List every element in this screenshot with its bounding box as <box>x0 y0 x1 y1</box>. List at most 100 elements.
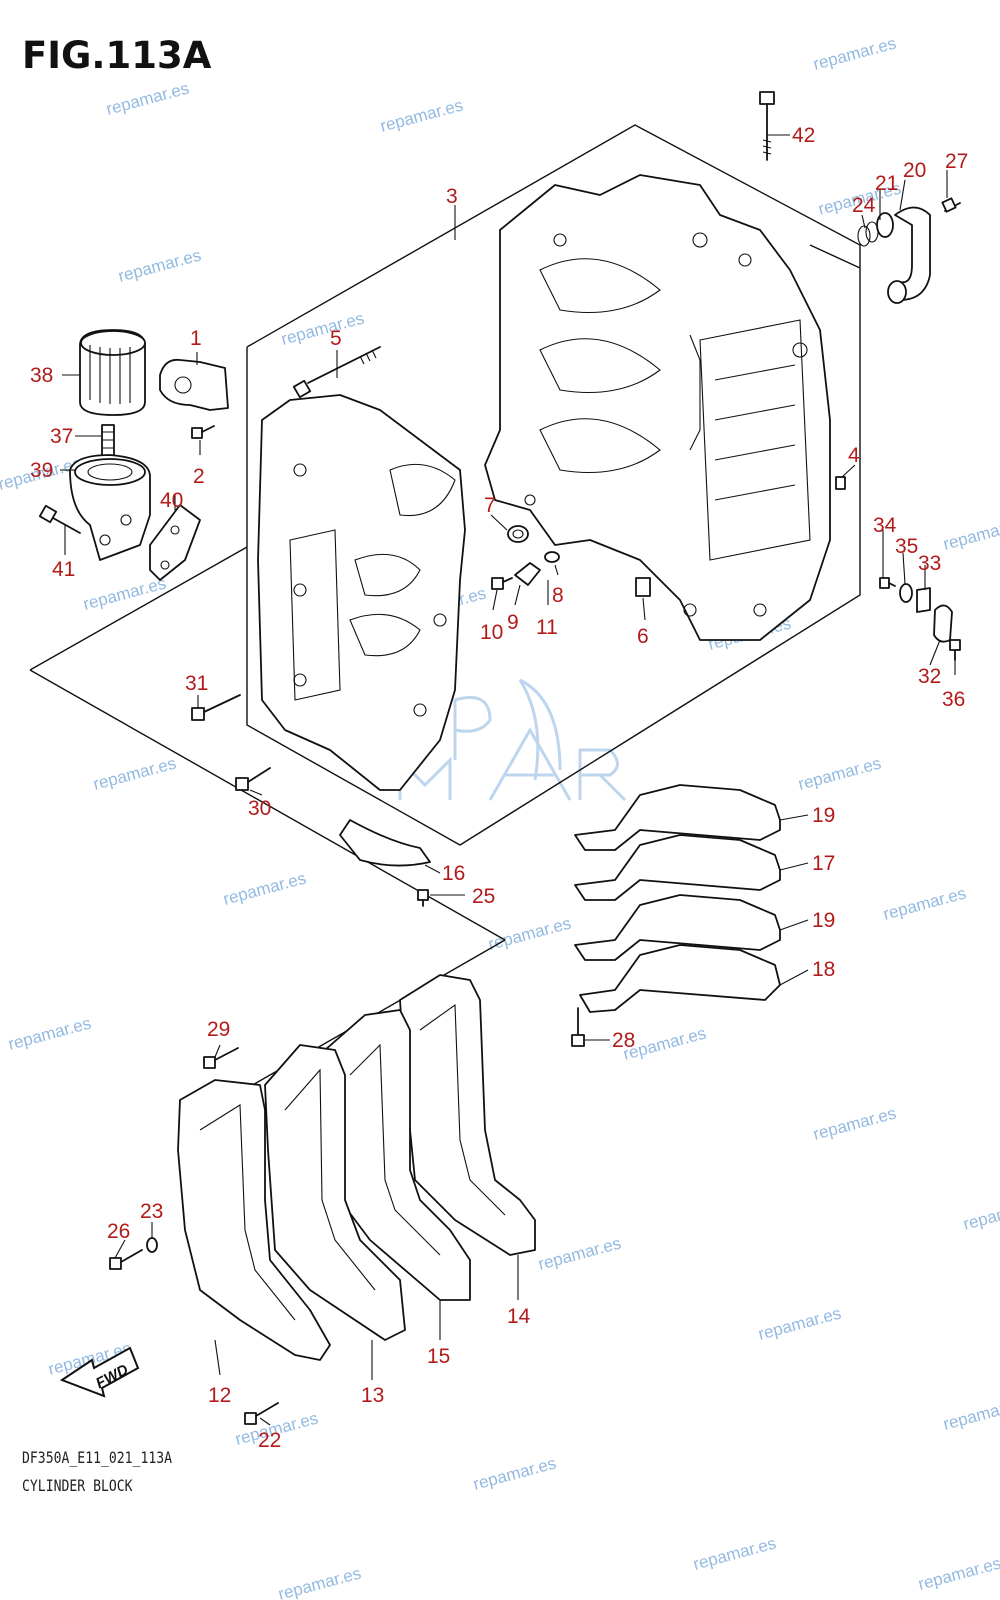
callout-41: 41 <box>52 558 75 581</box>
callout-9: 9 <box>507 611 519 634</box>
callout-37: 37 <box>50 425 73 448</box>
callout-34: 34 <box>873 514 897 537</box>
callout-28: 28 <box>612 1029 635 1052</box>
dowel-pin-4[interactable] <box>835 476 846 490</box>
watermark-text: repamar.es <box>916 1553 1000 1593</box>
watermark-text: repamar.es <box>941 513 1000 553</box>
watermark-text: repamar.es <box>691 1533 778 1573</box>
watermark-text: repamar.es <box>756 1303 843 1343</box>
callout-38: 38 <box>30 364 53 387</box>
callout-19b: 19 <box>812 909 835 932</box>
callout-1: 1 <box>190 327 202 350</box>
o-ring-7[interactable] <box>507 525 529 543</box>
crankcase-cover[interactable] <box>257 394 466 791</box>
washer-23[interactable] <box>146 1237 158 1253</box>
callout-21: 21 <box>875 172 898 195</box>
dowel-pin-6[interactable] <box>635 577 651 597</box>
cylinder-block-housing[interactable] <box>484 174 831 641</box>
cover-plate-16[interactable] <box>339 819 431 867</box>
callout-16: 16 <box>442 862 465 885</box>
callout-39: 39 <box>30 459 53 482</box>
callout-12: 12 <box>208 1384 231 1407</box>
callout-5: 5 <box>330 327 342 350</box>
watermark-text: repamar.es <box>6 1013 93 1053</box>
filter-gasket[interactable] <box>149 504 201 581</box>
bolt-29[interactable] <box>203 1047 239 1069</box>
callout-18: 18 <box>812 958 835 981</box>
watermark-text: repamar.es <box>116 245 203 285</box>
callout-33: 33 <box>918 552 941 575</box>
watermark-text: repamar.es <box>486 913 573 953</box>
callout-42: 42 <box>792 124 815 147</box>
bolt-42[interactable] <box>759 91 790 161</box>
callout-31: 31 <box>185 672 208 695</box>
callout-22: 22 <box>258 1429 281 1452</box>
screw-25[interactable] <box>417 889 429 907</box>
oil-filter[interactable] <box>79 329 146 416</box>
callout-20: 20 <box>903 159 926 182</box>
watermark-text: repamar.es <box>941 1393 1000 1433</box>
watermark-text: repamar.es <box>796 753 883 793</box>
watermark-text: repamar.es <box>91 753 178 793</box>
plate-18[interactable] <box>579 944 781 1013</box>
bolt-10[interactable] <box>491 577 513 590</box>
bolt-31[interactable] <box>191 694 241 721</box>
callout-4: 4 <box>848 444 860 467</box>
bolt-2[interactable] <box>191 425 215 439</box>
callout-3: 3 <box>446 185 458 208</box>
callout-27: 27 <box>945 150 968 173</box>
callout-6: 6 <box>637 625 649 648</box>
watermark-text: repamar.es <box>961 1193 1000 1233</box>
oil-filter-housing[interactable] <box>69 454 151 561</box>
watermark-text: repamar.es <box>811 1103 898 1143</box>
leader-lines <box>60 170 956 1426</box>
bolt-36[interactable] <box>949 639 961 661</box>
bracket-1[interactable] <box>159 358 229 411</box>
callout-19a: 19 <box>812 804 835 827</box>
callout-13: 13 <box>361 1384 384 1407</box>
bolt-41[interactable] <box>38 504 81 534</box>
water-pipe-assembly[interactable] <box>857 197 961 304</box>
washer-34[interactable] <box>879 577 896 589</box>
callout-32: 32 <box>918 665 941 688</box>
callout-8: 8 <box>552 584 564 607</box>
watermark-text: repamar.es <box>536 1233 623 1273</box>
watermark-text: repamar.es <box>276 1563 363 1600</box>
callout-30: 30 <box>248 797 271 820</box>
callout-25: 25 <box>472 885 495 908</box>
bolt-28[interactable] <box>571 1007 585 1047</box>
o-ring-35[interactable] <box>899 583 913 603</box>
callout-2: 2 <box>193 465 205 488</box>
footer-name: CYLINDER BLOCK <box>22 1476 133 1495</box>
bolt-5[interactable] <box>292 346 381 399</box>
callout-11: 11 <box>536 616 558 639</box>
watermark-text: repamar.es <box>811 33 898 73</box>
watermark-text: repamar.es <box>378 95 465 135</box>
callout-35: 35 <box>895 535 918 558</box>
thin-outlines-exhaust <box>199 1003 506 1321</box>
callout-15: 15 <box>427 1345 450 1368</box>
bolt-30[interactable] <box>235 767 271 791</box>
clamp-9[interactable] <box>514 562 541 586</box>
watermark-text: repamar.es <box>471 1453 558 1493</box>
callout-10: 10 <box>480 621 503 644</box>
watermark-text: repamar.es <box>221 868 308 908</box>
exhaust-gasket-13[interactable] <box>264 1044 406 1341</box>
cover-32[interactable] <box>933 604 953 643</box>
plug-33[interactable] <box>916 587 931 613</box>
filter-nipple[interactable] <box>101 424 115 458</box>
callout-36: 36 <box>942 688 965 711</box>
callout-23: 23 <box>140 1200 163 1223</box>
exhaust-plate-12[interactable] <box>177 1079 331 1361</box>
callout-40: 40 <box>160 489 183 512</box>
watermark-text: repamar.es <box>279 308 366 348</box>
bolt-22[interactable] <box>244 1402 279 1425</box>
callout-24: 24 <box>852 194 876 217</box>
o-ring-8[interactable] <box>544 551 560 563</box>
exhaust-cover-14[interactable] <box>399 974 536 1256</box>
bolt-26[interactable] <box>109 1249 143 1270</box>
callout-7: 7 <box>484 494 496 517</box>
